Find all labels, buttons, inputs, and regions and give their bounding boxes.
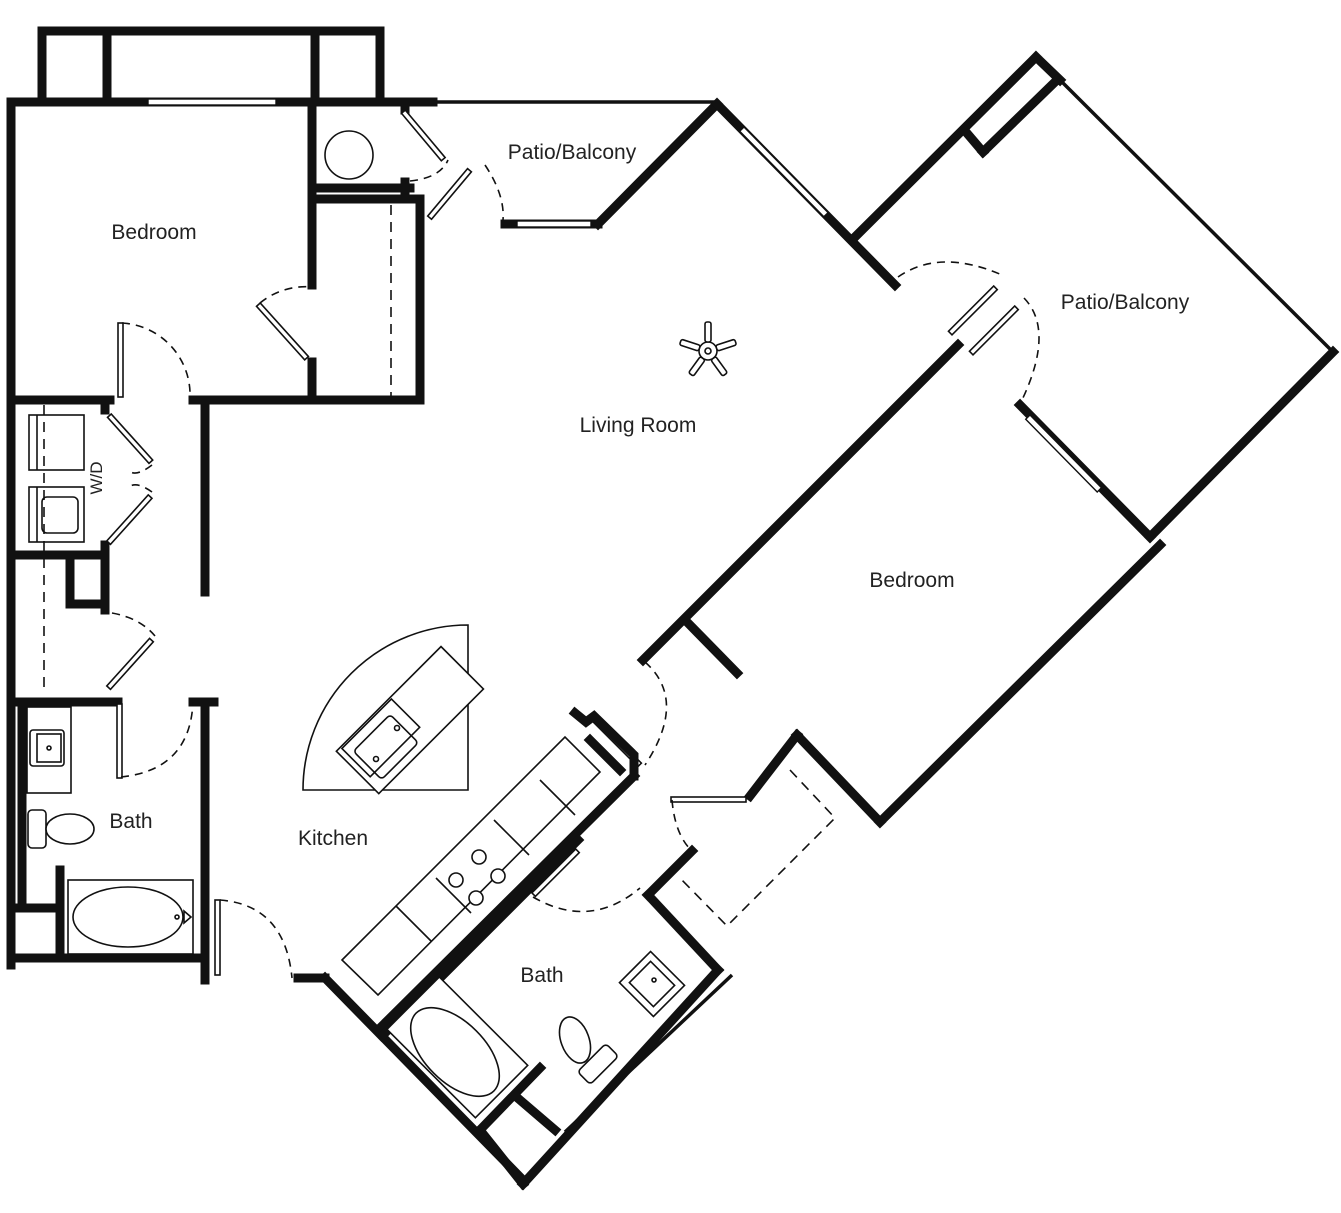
stove-icon [448, 849, 506, 906]
room-label-bedroom-2: Bedroom [869, 569, 955, 592]
water-heater-icon [324, 130, 374, 180]
laundry-label: W/D [87, 461, 106, 495]
dryer-icon [28, 414, 85, 471]
bedroom-1-walls [6, 97, 438, 970]
window [516, 220, 592, 228]
window [1024, 414, 1103, 493]
toilet-icon [558, 1016, 592, 1064]
room-label-bath-2: Bath [520, 964, 564, 987]
kitchen-island [302, 624, 485, 795]
bath-1-door[interactable] [116, 703, 123, 779]
entry-door[interactable] [214, 899, 221, 976]
closet-2-door[interactable] [670, 796, 747, 803]
room-label-bath-1: Bath [109, 810, 153, 833]
utility-closets [312, 97, 504, 405]
room-label-patio-1: Patio/Balcony [507, 141, 637, 164]
utility-door[interactable] [400, 108, 447, 162]
toilet-icon [45, 813, 95, 845]
room-label-living-room: Living Room [579, 414, 697, 437]
room-label-bedroom-1: Bedroom [111, 221, 197, 244]
patio-door-2a[interactable] [947, 284, 999, 336]
bedroom-door[interactable] [117, 322, 124, 398]
bedroom-2-walls [591, 338, 1167, 928]
top-storage [37, 26, 385, 105]
laundry-door-b[interactable] [105, 493, 154, 546]
toilet-tank [27, 809, 47, 849]
bath-2-door[interactable] [530, 847, 581, 898]
bath-2 [377, 833, 734, 1191]
patio-1-walls [433, 97, 902, 292]
laundry [6, 395, 156, 691]
window [147, 98, 277, 106]
room-label-patio-2: Patio/Balcony [1060, 291, 1190, 314]
window [738, 126, 830, 218]
patio-2-walls [848, 50, 1340, 544]
closet-door[interactable] [255, 301, 310, 361]
bathtub-icon [385, 975, 529, 1119]
patio-door-1[interactable] [426, 167, 473, 221]
sink-icon [340, 697, 421, 778]
ceiling-fan-icon [679, 321, 737, 377]
sink-icon [618, 950, 686, 1018]
room-label-kitchen: Kitchen [297, 827, 369, 850]
bath-1 [6, 697, 293, 985]
linen-closet-door[interactable] [105, 637, 155, 691]
patio-door-2b[interactable] [968, 304, 1020, 356]
laundry-door-a[interactable] [106, 412, 154, 465]
bathtub-icon [67, 879, 194, 955]
